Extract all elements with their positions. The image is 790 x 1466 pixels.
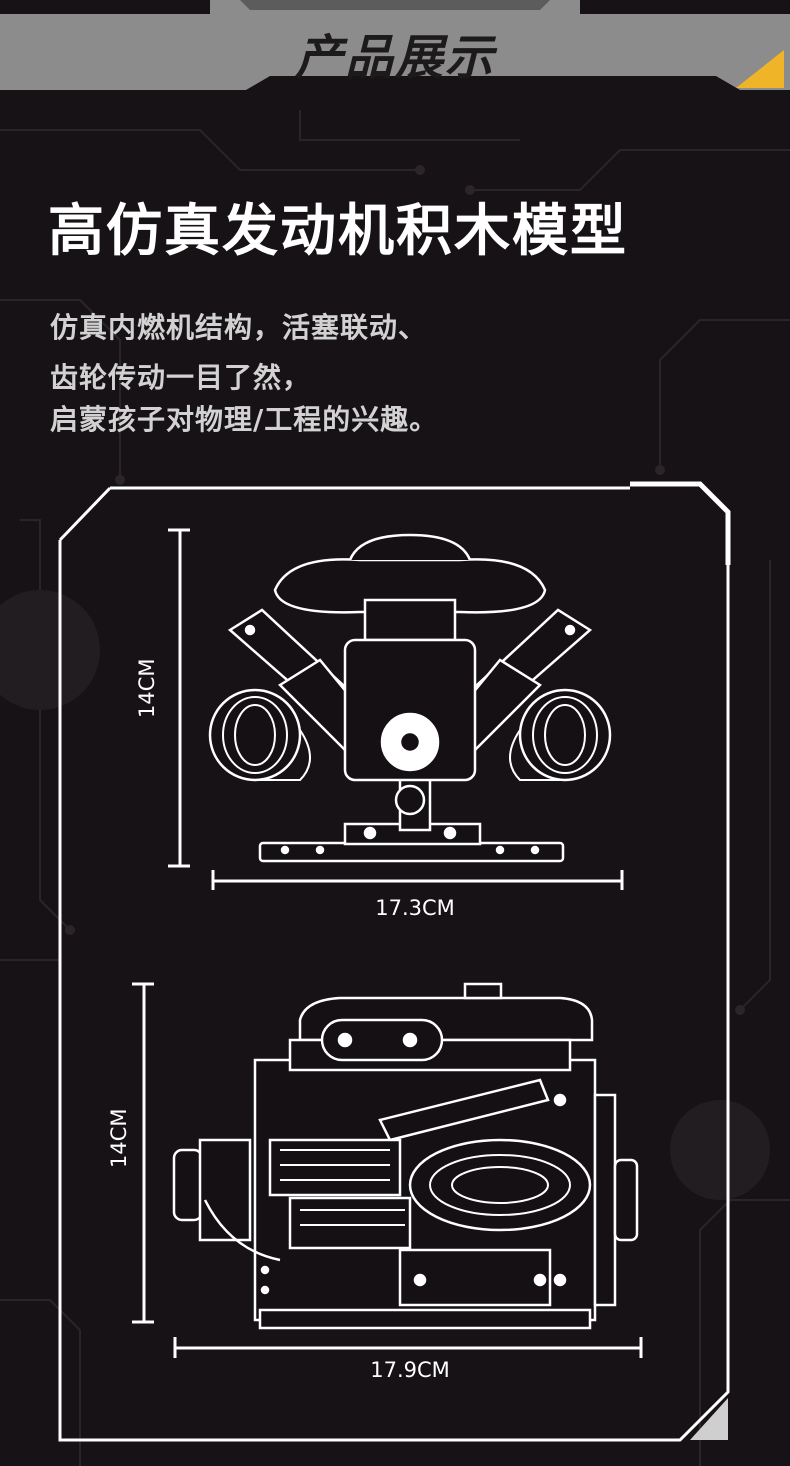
accent-triangle: [736, 50, 784, 88]
engine-front-view: [208, 533, 612, 863]
front-height-label: 14CM: [135, 658, 159, 718]
page-title: 高仿真发动机积木模型: [48, 199, 628, 264]
side-height-label: 14CM: [107, 1108, 131, 1168]
side-dimension-lines: [132, 982, 643, 1358]
front-width-label: 17.3CM: [375, 896, 455, 920]
description-line-1: 仿真内燃机结构，活塞联动、: [50, 311, 428, 344]
header-tab: [0, 0, 790, 90]
side-width-label: 17.9CM: [370, 1358, 450, 1382]
header-title: 产品展示: [294, 30, 495, 86]
front-dimension-lines: [168, 528, 624, 890]
description-line-3: 启蒙孩子对物理/工程的兴趣。: [50, 403, 439, 436]
description-line-2: 齿轮传动一目了然，: [50, 361, 312, 394]
engine-side-view: [172, 982, 639, 1330]
